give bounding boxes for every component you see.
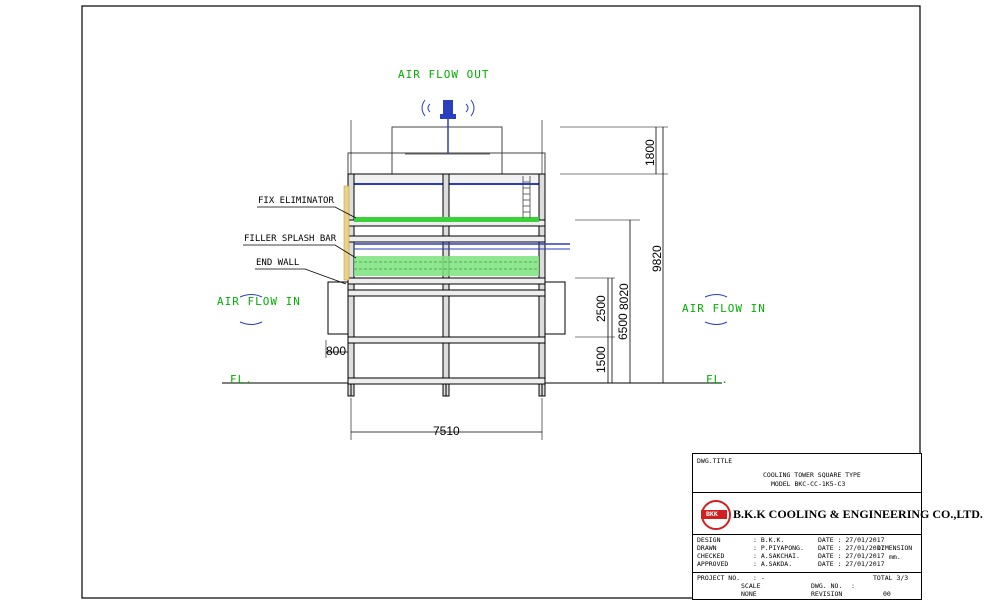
title-line1: COOLING TOWER SQUARE TYPE [763, 471, 861, 479]
fl-right-label: FL. [706, 373, 729, 386]
dim-800: 800 [326, 344, 347, 358]
tower-structure [327, 173, 570, 397]
dim-1500: 1500 [594, 346, 608, 373]
air-flow-in-left-label: AIR FLOW IN [217, 295, 301, 308]
motor-icon [421, 99, 475, 153]
air-flow-out-label: AIR FLOW OUT [398, 68, 490, 81]
company-name: B.K.K COOLING & ENGINEERING CO.,LTD. [733, 507, 983, 521]
airflow-arrows [239, 294, 728, 325]
air-flow-in-right-label: AIR FLOW IN [682, 302, 766, 315]
title-block: DWG.TITLE COOLING TOWER SQUARE TYPE MODE… [692, 453, 983, 600]
end-wall-label: END WALL [256, 258, 300, 268]
approval-table: DESIGN : B.K.K. DATE : 27/01/2017 DRAWN … [697, 536, 913, 568]
dim-6500: 6500 [616, 313, 630, 340]
company-logo: BKK [701, 500, 731, 530]
sheet-border [81, 5, 921, 599]
dimension-lines [326, 127, 664, 433]
dim-2500: 2500 [594, 295, 608, 322]
fan-stack [347, 126, 546, 176]
dim-1800: 1800 [643, 139, 657, 166]
fix-eliminator-label: FIX ELIMINATOR [258, 196, 334, 206]
dwg-title-label: DWG.TITLE [697, 457, 733, 465]
extension-lines [325, 120, 668, 440]
dim-9820: 9820 [650, 245, 664, 272]
filler-splash-bar-label: FILLER SPLASH BAR [244, 234, 337, 244]
fl-left-label: FL. [230, 373, 253, 386]
leader-lines [243, 206, 357, 285]
dim-8020: 8020 [617, 283, 631, 310]
dim-7510: 7510 [433, 424, 460, 438]
title-line2: MODEL BKC-CC-1K5-C3 [771, 480, 846, 488]
